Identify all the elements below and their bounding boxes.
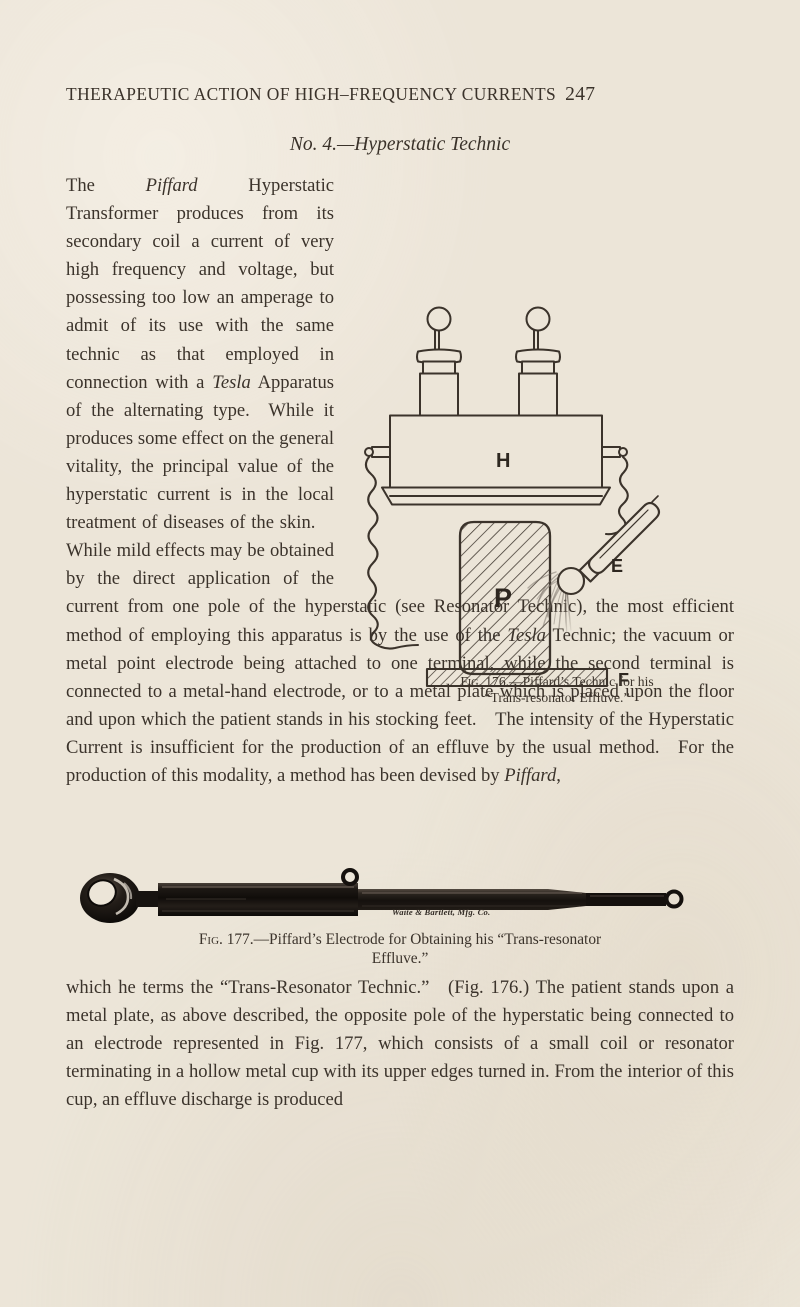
figure-176-illustration: H P E F <box>360 300 752 700</box>
figure-176-label-H: H <box>496 450 510 472</box>
figure-177-top-loop <box>341 868 359 886</box>
figure-176-label-F: F <box>618 670 629 690</box>
para1-part-1: The <box>66 175 146 196</box>
section-title: No. 4.—Hyperstatic Technic <box>289 134 511 155</box>
para1-part-5: , <box>556 764 561 786</box>
page-number: 247 <box>565 84 596 105</box>
figure-177-caption-label: Fig. 177. <box>198 931 254 948</box>
figure-177-caption: Fig. 177.—Piffard’s Electrode for Obtain… <box>62 930 738 968</box>
figure-177-end-loop <box>664 889 684 909</box>
figure-177-maker-mark: Waite & Bartlett, Mfg. Co. <box>392 907 490 917</box>
body-paragraph-1: The Piffard Hyperstatic Transformer prod… <box>66 172 734 790</box>
figure-177-stem <box>358 889 666 910</box>
figure-176-caption: Fig. 176.—Piffard’s Technic for his “Tra… <box>362 674 752 706</box>
figure-177-caption-line-1: —Piffard’s Electrode for Obtaining his “… <box>253 931 602 948</box>
figure-176-caption-label: Fig. 176. <box>460 674 510 689</box>
figure-177-barrel <box>158 883 358 916</box>
para1-part-2: Hyperstatic Transformer produces from it… <box>66 175 335 393</box>
figure-176-caption-line-1: —Piffard’s Technic for his <box>509 674 654 689</box>
para1-italic-tesla-1: Tesla <box>212 371 251 393</box>
figure-176-caption-line-2: “Trans-resonator Effluve.” <box>484 690 630 706</box>
figure-177-cup-head <box>80 873 140 923</box>
running-head-title: THERAPEUTIC ACTION OF HIGH–FREQUENCY CUR… <box>66 84 557 104</box>
body-paragraph-2: which he terms the “Trans-Resonator Tech… <box>66 974 734 1114</box>
figure-177-caption-line-2: Effluve.” <box>371 950 429 967</box>
para1-part-3: Apparatus of the alternating type. While… <box>66 371 734 646</box>
para1-italic-piffard: Piffard <box>145 175 198 196</box>
para2-text: which he terms the “Trans-Resonator Tech… <box>66 977 734 1111</box>
para1-italic-piffard-2: Piffard <box>504 764 557 786</box>
figure-176-label-P: P <box>494 583 512 613</box>
running-head: THERAPEUTIC ACTION OF HIGH–FREQUENCY CUR… <box>66 84 734 106</box>
figure-176-label-E: E <box>611 556 623 576</box>
figure-177-illustration: Waite & Bartlett, Mfg. Co. <box>62 867 738 929</box>
